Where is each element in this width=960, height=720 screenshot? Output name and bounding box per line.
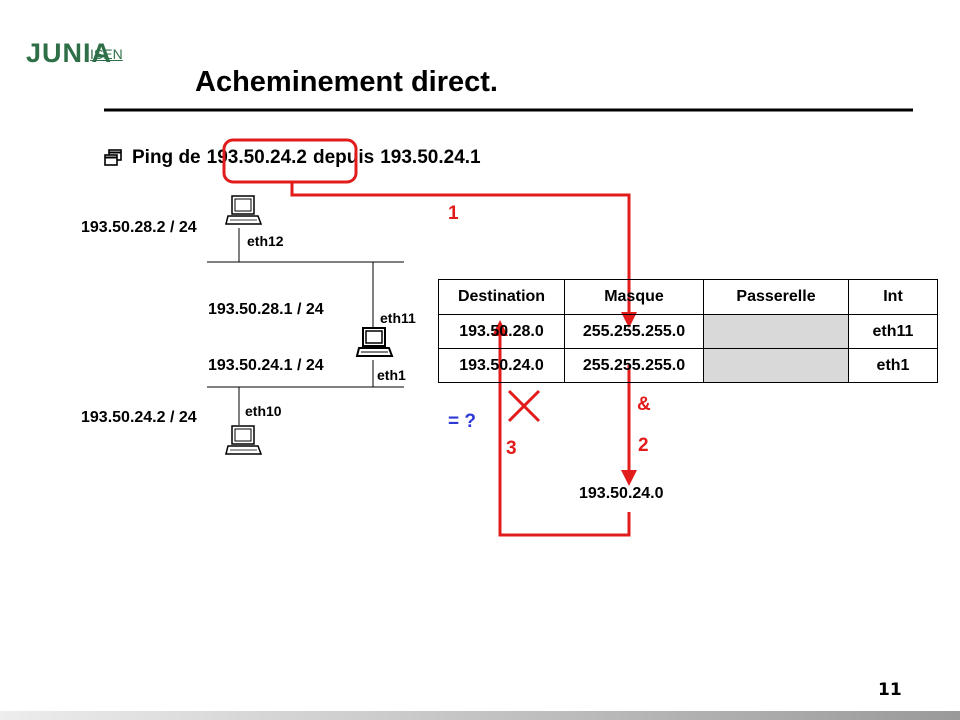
cell-masque: 255.255.255.0 xyxy=(564,348,704,383)
step-3-label: 3 xyxy=(506,438,517,459)
routing-table: Destination Masque Passerelle Int 193.50… xyxy=(438,279,938,383)
cell-passerelle xyxy=(703,348,849,383)
cell-masque: 255.255.255.0 xyxy=(564,314,704,349)
host-bottom-ip-label: 193.50.24.2 / 24 xyxy=(81,409,197,426)
page-number: 11 xyxy=(878,680,902,700)
bullet-source-ip: 193.50.24.1 xyxy=(380,147,481,168)
host-bottom-interface-label: eth10 xyxy=(245,403,282,419)
arrow-step1 xyxy=(290,182,631,318)
host-top-interface-label: eth12 xyxy=(247,233,284,249)
col-masque: Masque xyxy=(564,279,704,315)
ping-bullet: Ping de 193.50.24.2 depuis 193.50.24.1 xyxy=(104,147,481,169)
host-top-ip-label: 193.50.28.2 / 24 xyxy=(81,219,197,236)
arrow-step2-head xyxy=(621,470,637,486)
slide-title: Acheminement direct. xyxy=(195,66,498,98)
bullet-prefix: Ping de xyxy=(132,147,201,168)
cell-int: eth11 xyxy=(848,314,938,349)
isen-logo: ISEN xyxy=(90,46,123,62)
target-ip-highlight xyxy=(222,138,358,184)
cell-int: eth1 xyxy=(848,348,938,383)
step-1-label: 1 xyxy=(448,203,459,224)
bullet-middle: depuis xyxy=(313,147,375,168)
routing-table-header: Destination Masque Passerelle Int xyxy=(438,279,938,315)
arrow-step3 xyxy=(498,330,631,537)
col-int: Int xyxy=(848,279,938,315)
col-passerelle: Passerelle xyxy=(703,279,849,315)
and-result-label: 193.50.24.0 xyxy=(579,485,664,502)
router-top-interface-label: eth11 xyxy=(380,310,416,326)
col-destination: Destination xyxy=(438,279,565,315)
router-bottom-ip-label: 193.50.24.1 / 24 xyxy=(208,357,324,374)
router-bottom-interface-label: eth1 xyxy=(377,367,406,383)
footer-bar xyxy=(0,711,960,720)
cell-destination: 193.50.28.0 xyxy=(438,314,565,349)
mismatch-cross-icon xyxy=(507,389,541,423)
computer-icon-top xyxy=(225,195,263,225)
router-computer-icon xyxy=(355,327,394,357)
cell-destination: 193.50.24.0 xyxy=(438,348,565,383)
compare-label: = ? xyxy=(448,411,476,432)
computer-icon-bottom xyxy=(225,425,263,455)
bullet-target-ip: 193.50.24.2 xyxy=(206,147,307,168)
router-top-ip-label: 193.50.28.1 / 24 xyxy=(208,301,324,318)
and-operator-label: & xyxy=(637,394,651,415)
junia-logo: JUNIA xyxy=(26,38,113,68)
window-bullet-icon xyxy=(104,149,122,167)
step-2-label: 2 xyxy=(638,435,649,456)
table-row: 193.50.24.0 255.255.255.0 eth1 xyxy=(438,348,938,383)
cell-passerelle xyxy=(703,314,849,349)
table-row: 193.50.28.0 255.255.255.0 eth11 xyxy=(438,314,938,349)
